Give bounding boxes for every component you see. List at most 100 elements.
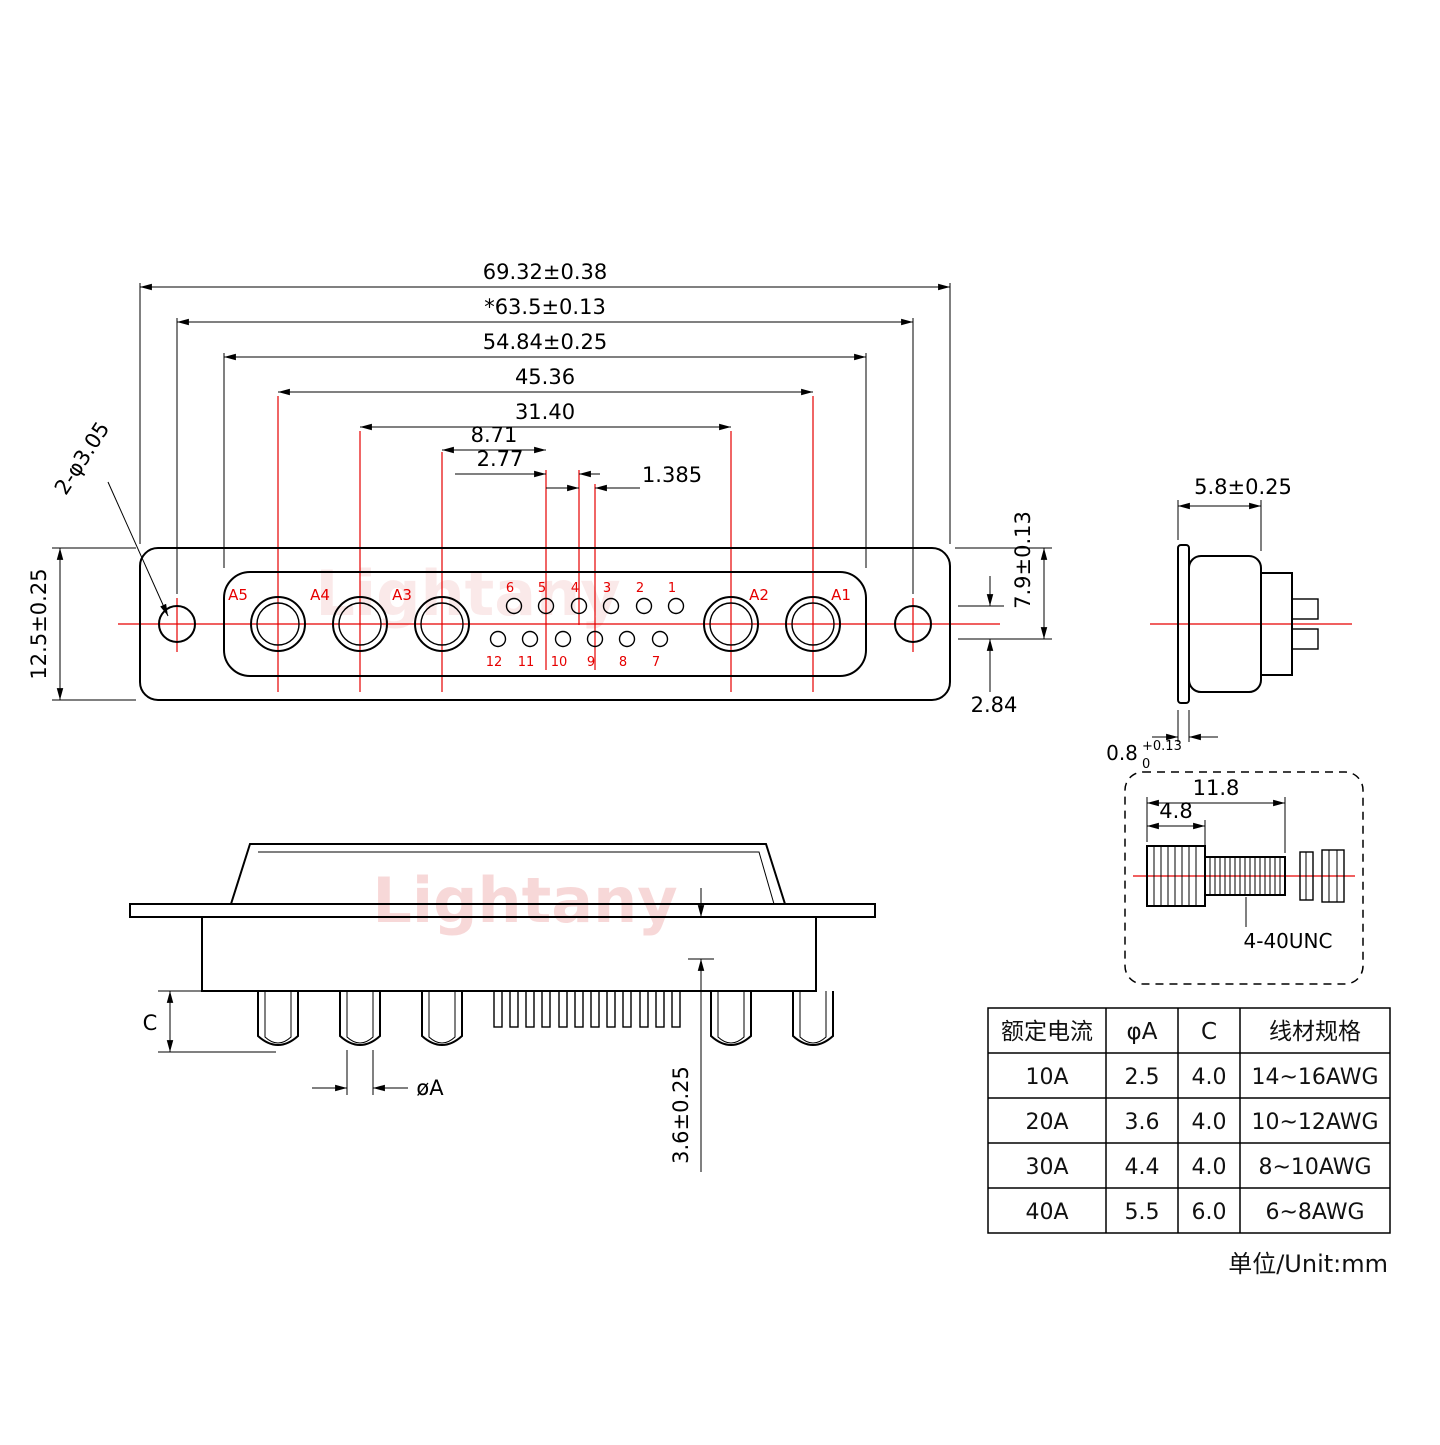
dim-text: 4.8 xyxy=(1159,799,1192,823)
cell-c: 4.0 xyxy=(1192,1110,1227,1135)
pin-number: 11 xyxy=(518,655,535,670)
cell-phi-a: 4.4 xyxy=(1125,1155,1160,1180)
signal-pins-top-row: 6 5 4 3 2 1 xyxy=(505,581,685,615)
dim-text: 7.9±0.13 xyxy=(1011,511,1035,609)
cell-phi-a: 5.5 xyxy=(1125,1200,1160,1225)
pin-number: 3 xyxy=(603,581,611,596)
signal-pins-bottom-row: 12 11 10 9 8 7 xyxy=(486,630,669,670)
dim-45-36: 45.36 xyxy=(278,365,813,396)
contact-label-a5: A5 xyxy=(228,586,248,604)
dim-69-32: 69.32±0.38 xyxy=(139,260,951,544)
side-rear-insulator xyxy=(1260,572,1293,676)
pin-number: 7 xyxy=(652,655,660,670)
section-view: C øA 3.6±0.25 xyxy=(129,843,876,1172)
pin-contact xyxy=(635,597,653,615)
table-header-c: C xyxy=(1201,1019,1217,1045)
thread-label: 4-40UNC xyxy=(1244,929,1333,953)
cell-current: 20A xyxy=(1025,1110,1068,1135)
knurl-lines xyxy=(1153,846,1197,906)
dim-2-84: 2.84 xyxy=(958,576,1017,717)
cell-c: 4.0 xyxy=(1192,1155,1227,1180)
dim-text: 54.84±0.25 xyxy=(483,330,607,354)
dim-7-9: 7.9±0.13 xyxy=(955,511,1052,640)
spec-table: 额定电流 φA C 线材规格 10A 2.5 4.0 14~16AWG 20A … xyxy=(987,1007,1391,1278)
power-contact-a3: A3 xyxy=(392,586,470,652)
dim-text: 31.40 xyxy=(515,400,575,424)
cell-c: 4.0 xyxy=(1192,1065,1227,1090)
connector-flange-outline xyxy=(139,547,951,701)
pin-contact xyxy=(602,597,620,615)
mounting-hole-left xyxy=(158,605,196,643)
contact-label-a1: A1 xyxy=(831,586,851,604)
dim-hole-callout: 2-φ3.05 xyxy=(50,417,169,617)
dim-11-8: 11.8 xyxy=(1146,776,1286,853)
cell-current: 40A xyxy=(1025,1200,1068,1225)
screw-end-nut xyxy=(1321,849,1345,903)
table-row: 10A 2.5 4.0 14~16AWG xyxy=(1025,1065,1378,1090)
pin-number: 5 xyxy=(538,581,546,596)
dim-12-5: 12.5±0.25 xyxy=(27,547,136,701)
dim-2-77: 2.77 xyxy=(455,447,600,478)
contact-label-a4: A4 xyxy=(310,586,330,604)
pin-contact xyxy=(586,630,604,648)
dim-54-84: 54.84±0.25 xyxy=(223,330,867,568)
cell-phi-a: 2.5 xyxy=(1125,1065,1160,1090)
dsub-insert-outline xyxy=(223,571,867,677)
dim-5-8: 5.8±0.25 xyxy=(1177,475,1292,551)
cell-current: 10A xyxy=(1025,1065,1068,1090)
pin-number: 8 xyxy=(619,655,627,670)
dim-text: 2.84 xyxy=(971,693,1018,717)
pin-contact xyxy=(651,630,669,648)
table-header-current: 额定电流 xyxy=(1001,1019,1093,1045)
pin-number: 2 xyxy=(636,581,644,596)
contact-label-a2: A2 xyxy=(749,586,769,604)
table-header-phi-a: φA xyxy=(1127,1019,1158,1045)
pin-contact xyxy=(667,597,685,615)
watermark-text: Lightany xyxy=(372,864,677,937)
dim-text: 45.36 xyxy=(515,365,575,389)
centerlines xyxy=(118,396,1000,692)
contact-label-a3: A3 xyxy=(392,586,412,604)
dim-text: 2-φ3.05 xyxy=(50,417,115,498)
dim-1-385: 1.385 xyxy=(546,463,702,492)
mounting-hole-right xyxy=(894,605,932,643)
unit-note: 单位/Unit:mm xyxy=(1228,1250,1388,1278)
pin-contact xyxy=(505,597,523,615)
dim-text: *63.5±0.13 xyxy=(484,295,606,319)
cell-current: 30A xyxy=(1025,1155,1068,1180)
pin-contact xyxy=(537,597,555,615)
dim-31-40: 31.40 xyxy=(360,400,731,431)
dim-text: 5.8±0.25 xyxy=(1194,475,1292,499)
dim-tolerance-lower: 0 xyxy=(1142,757,1150,772)
pin-number: 1 xyxy=(668,581,676,596)
dim-text: 11.8 xyxy=(1193,776,1240,800)
pin-number: 4 xyxy=(571,581,579,596)
thread-lines xyxy=(1209,857,1281,895)
front-view: A5 A4 A3 A2 A1 6 5 4 3 xyxy=(27,260,1052,717)
detail-boundary xyxy=(1124,771,1364,985)
pin-contact xyxy=(521,630,539,648)
pin-number: 6 xyxy=(506,581,514,596)
pin-number: 12 xyxy=(486,655,503,670)
screw-detail: 11.8 4.8 4-40UNC xyxy=(1124,771,1364,985)
power-contact-a2: A2 xyxy=(703,586,769,652)
dim-text: 1.385 xyxy=(642,463,702,487)
dim-tolerance-upper: +0.13 xyxy=(1142,739,1182,754)
table-row: 20A 3.6 4.0 10~12AWG xyxy=(1025,1110,1378,1135)
dim-phi-a: øA xyxy=(312,1050,444,1100)
dim-text: 0.8 xyxy=(1106,741,1138,765)
cell-wire: 6~8AWG xyxy=(1265,1200,1364,1225)
pin-number: 10 xyxy=(551,655,568,670)
dim-4-8: 4.8 xyxy=(1147,799,1206,853)
cell-wire: 14~16AWG xyxy=(1251,1065,1378,1090)
cell-phi-a: 3.6 xyxy=(1125,1110,1160,1135)
pin-contact xyxy=(489,630,507,648)
signal-pin-comb xyxy=(493,990,681,1028)
table-header-wire: 线材规格 xyxy=(1269,1019,1361,1045)
dim-c: C xyxy=(143,990,276,1053)
dim-text: 8.71 xyxy=(471,423,518,447)
thread-callout: 4-40UNC xyxy=(1244,897,1333,953)
pin-contact xyxy=(570,597,588,615)
